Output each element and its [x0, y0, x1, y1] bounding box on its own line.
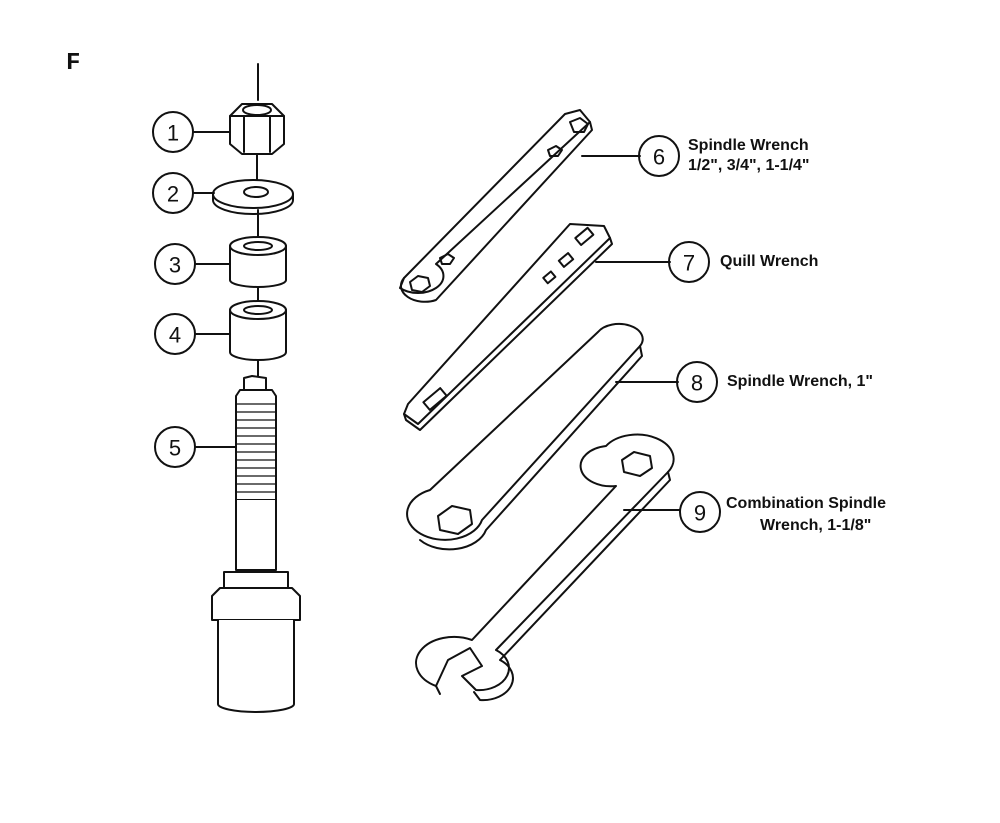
callout-number-1: 1: [167, 121, 179, 146]
bushing-part: [229, 236, 287, 288]
callout-circle-5: [154, 426, 196, 468]
combination-wrench-9: [415, 433, 675, 702]
callout-circle-3: [154, 243, 196, 285]
spindle-part: [211, 375, 301, 713]
spindle-wrench-8: [406, 322, 644, 551]
label-9-line1: Combination Spindle: [726, 495, 886, 512]
label-8: Spindle Wrench, 1": [727, 373, 873, 390]
callout-number-2: 2: [167, 182, 179, 207]
callout-circle-2: [152, 172, 194, 214]
callout-number-9: 9: [694, 501, 706, 526]
callout-number-4: 4: [169, 323, 181, 348]
spindle-wrench-6: [399, 109, 593, 303]
callout-circle-7: [668, 241, 710, 283]
spindle-assembly: [193, 63, 301, 713]
callout-circle-4: [154, 313, 196, 355]
callout-number-3: 3: [169, 253, 181, 278]
sheet-letter: F: [66, 50, 81, 77]
washer-part: [212, 179, 294, 215]
callout-number-8: 8: [691, 371, 703, 396]
sleeve-part: [229, 300, 287, 361]
label-6-line2: 1/2", 3/4", 1-1/4": [688, 157, 810, 174]
callout-number-6: 6: [653, 145, 665, 170]
callout-circle-9: [679, 491, 721, 533]
callout-circle-6: [638, 135, 680, 177]
label-9-line2: Wrench, 1-1/8": [760, 517, 872, 534]
callout-circle-8: [676, 361, 718, 403]
callout-number-7: 7: [683, 251, 695, 276]
quill-wrench-7: [403, 223, 613, 431]
label-6-line1: Spindle Wrench: [688, 137, 809, 154]
callout-number-5: 5: [169, 436, 181, 461]
callout-circle-1: [152, 111, 194, 153]
label-7: Quill Wrench: [720, 253, 819, 270]
hex-nut-part: [229, 103, 285, 155]
